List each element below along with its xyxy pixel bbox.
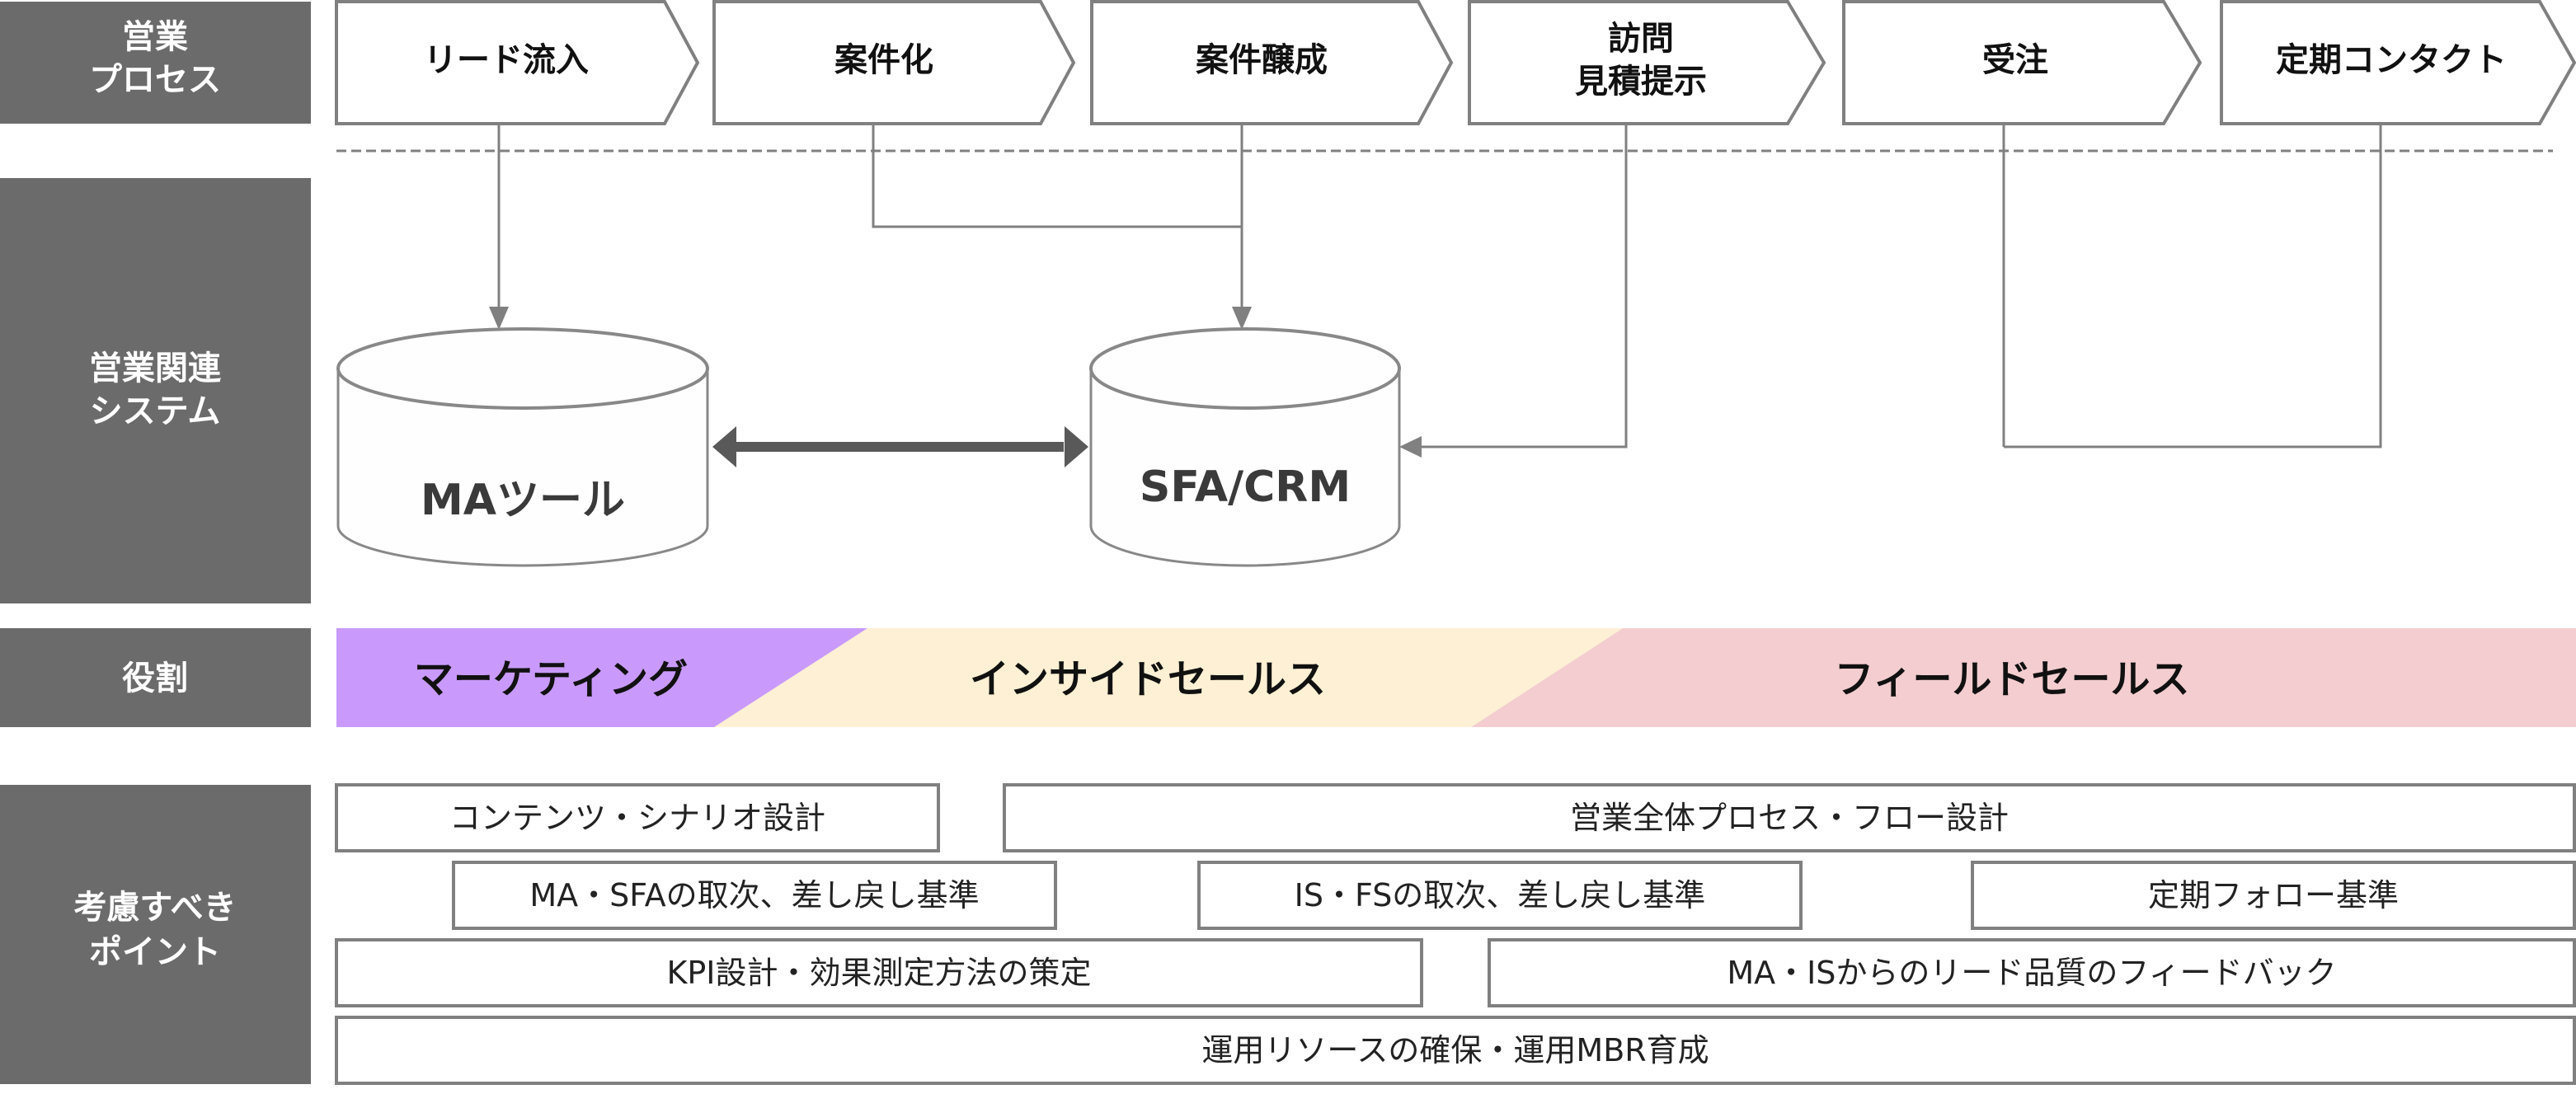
role-inside-sales-bg: [714, 628, 1623, 727]
row-label-systems-line2: システム: [90, 392, 221, 430]
point-box: [1488, 938, 2576, 1007]
row-label-roles: 役割: [0, 628, 311, 727]
point-item: MA・ISからのリード品質のフィードバック: [1488, 938, 2576, 1007]
process-step-label: リード流入: [424, 41, 589, 79]
point-item: 営業全体プロセス・フロー設計: [1003, 783, 2576, 852]
point-label: 定期フォロー基準: [2148, 877, 2399, 913]
point-box: [335, 1016, 2576, 1085]
process-step-shape: [1468, 0, 1826, 125]
point-item: KPI設計・効果測定方法の策定: [335, 938, 1423, 1007]
process-step[interactable]: 受注: [1842, 0, 2202, 125]
row-label-systems: 営業関連 システム: [0, 178, 311, 603]
process-step-label: 案件醸成: [1196, 41, 1328, 79]
system-sfa-label: SFA/CRM: [1140, 462, 1351, 512]
cylinder-body: [336, 369, 709, 567]
system-ma-label: MAツール: [421, 476, 625, 525]
bidirectional-arrow-shaft: [734, 442, 1064, 452]
point-label: コンテンツ・シナリオ設計: [449, 800, 825, 836]
arrow-left-icon: [1399, 436, 1422, 458]
row-label-process-line2: プロセス: [89, 61, 221, 99]
point-label: 運用リソースの確保・運用MBR育成: [1201, 1032, 1709, 1068]
connector-case-to-sfa: [872, 124, 1242, 228]
points-list: コンテンツ・シナリオ設計 営業全体プロセス・フロー設計 MA・SFAの取次、差し…: [335, 783, 2576, 1085]
point-item: IS・FSの取次、差し戻し基準: [1197, 861, 1803, 930]
row-label-process-bg: [0, 2, 311, 124]
arrow-down-icon: [489, 307, 509, 330]
process-step-label-line2: 見積提示: [1575, 63, 1707, 101]
process-step-shape: [1090, 0, 1454, 125]
connector-visit-to-sfa: [1420, 124, 1628, 448]
process-step[interactable]: 案件醸成: [1090, 0, 1454, 125]
system-ma-tool[interactable]: MAツール: [336, 327, 709, 567]
process-step-shape: [335, 0, 700, 125]
arrow-down-icon: [1232, 307, 1252, 330]
point-item: 運用リソースの確保・運用MBR育成: [335, 1016, 2576, 1085]
row-label-points-bg: [0, 785, 311, 1084]
row-label-points: 考慮すべき ポイント: [0, 785, 311, 1084]
arrow-right-icon: [1065, 426, 1088, 467]
bidirectional-arrow: [712, 426, 1088, 467]
row-label-points-line1: 考慮すべき: [73, 889, 236, 927]
point-label: IS・FSの取次、差し戻し基準: [1295, 877, 1706, 913]
process-steps: リード流入 案件化 案件醸成 訪問 見積提示 受注 定期コンタクト: [335, 0, 2576, 125]
process-step-shape: [1842, 0, 2202, 125]
row-label-roles-text: 役割: [122, 660, 188, 697]
role-field-sales-label: フィールドセールス: [1834, 656, 2189, 702]
point-label: MA・ISからのリード品質のフィードバック: [1727, 955, 2336, 991]
process-step[interactable]: 定期コンタクト: [2220, 0, 2576, 125]
role-inside-sales-label: インサイドセールス: [970, 656, 1326, 702]
row-label-systems-line1: 営業関連: [89, 350, 222, 387]
point-box: [335, 938, 1423, 1007]
row-label-process-line1: 営業: [122, 18, 188, 56]
process-step-label: 受注: [1982, 41, 2048, 79]
process-step[interactable]: 訪問 見積提示: [1468, 0, 1826, 125]
role-marketing-bg: [336, 628, 867, 727]
process-step-shape: [2220, 0, 2576, 125]
row-label-points-line2: ポイント: [89, 933, 221, 971]
point-item: 定期フォロー基準: [1971, 861, 2576, 930]
point-label: 営業全体プロセス・フロー設計: [1570, 800, 2009, 836]
row-label-process: 営業 プロセス: [0, 2, 311, 124]
process-step[interactable]: 案件化: [712, 0, 1076, 125]
point-box: [335, 783, 940, 852]
point-label: KPI設計・効果測定方法の策定: [666, 955, 1091, 991]
point-box: [1197, 861, 1803, 930]
role-band: マーケティング インサイドセールス フィールドセールス: [336, 628, 2576, 727]
point-box: [452, 861, 1057, 930]
arrow-left-icon: [712, 426, 736, 467]
cylinder-body: [1089, 369, 1401, 567]
point-item: MA・SFAの取次、差し戻し基準: [452, 861, 1057, 930]
system-sfa-crm[interactable]: SFA/CRM: [1089, 327, 1401, 567]
process-step-label-line1: 訪問: [1608, 20, 1674, 58]
point-label: MA・SFAの取次、差し戻し基準: [529, 877, 979, 913]
connectors: [497, 124, 2382, 448]
role-field-sales-bg: [1471, 628, 2576, 727]
process-step[interactable]: リード流入: [335, 0, 700, 125]
process-step-label: 定期コンタクト: [2276, 41, 2507, 79]
row-label-roles-bg: [0, 628, 311, 727]
point-item: コンテンツ・シナリオ設計: [335, 783, 940, 852]
cylinder-top: [1089, 327, 1401, 410]
point-box: [1971, 861, 2576, 930]
role-marketing-label: マーケティング: [414, 656, 688, 702]
connector-contact-to-sfa: [2004, 124, 2382, 448]
process-step-shape: [712, 0, 1076, 125]
process-step-label: 案件化: [834, 41, 933, 79]
point-box: [1003, 783, 2576, 852]
cylinder-top: [336, 327, 709, 410]
row-label-systems-bg: [0, 178, 311, 603]
